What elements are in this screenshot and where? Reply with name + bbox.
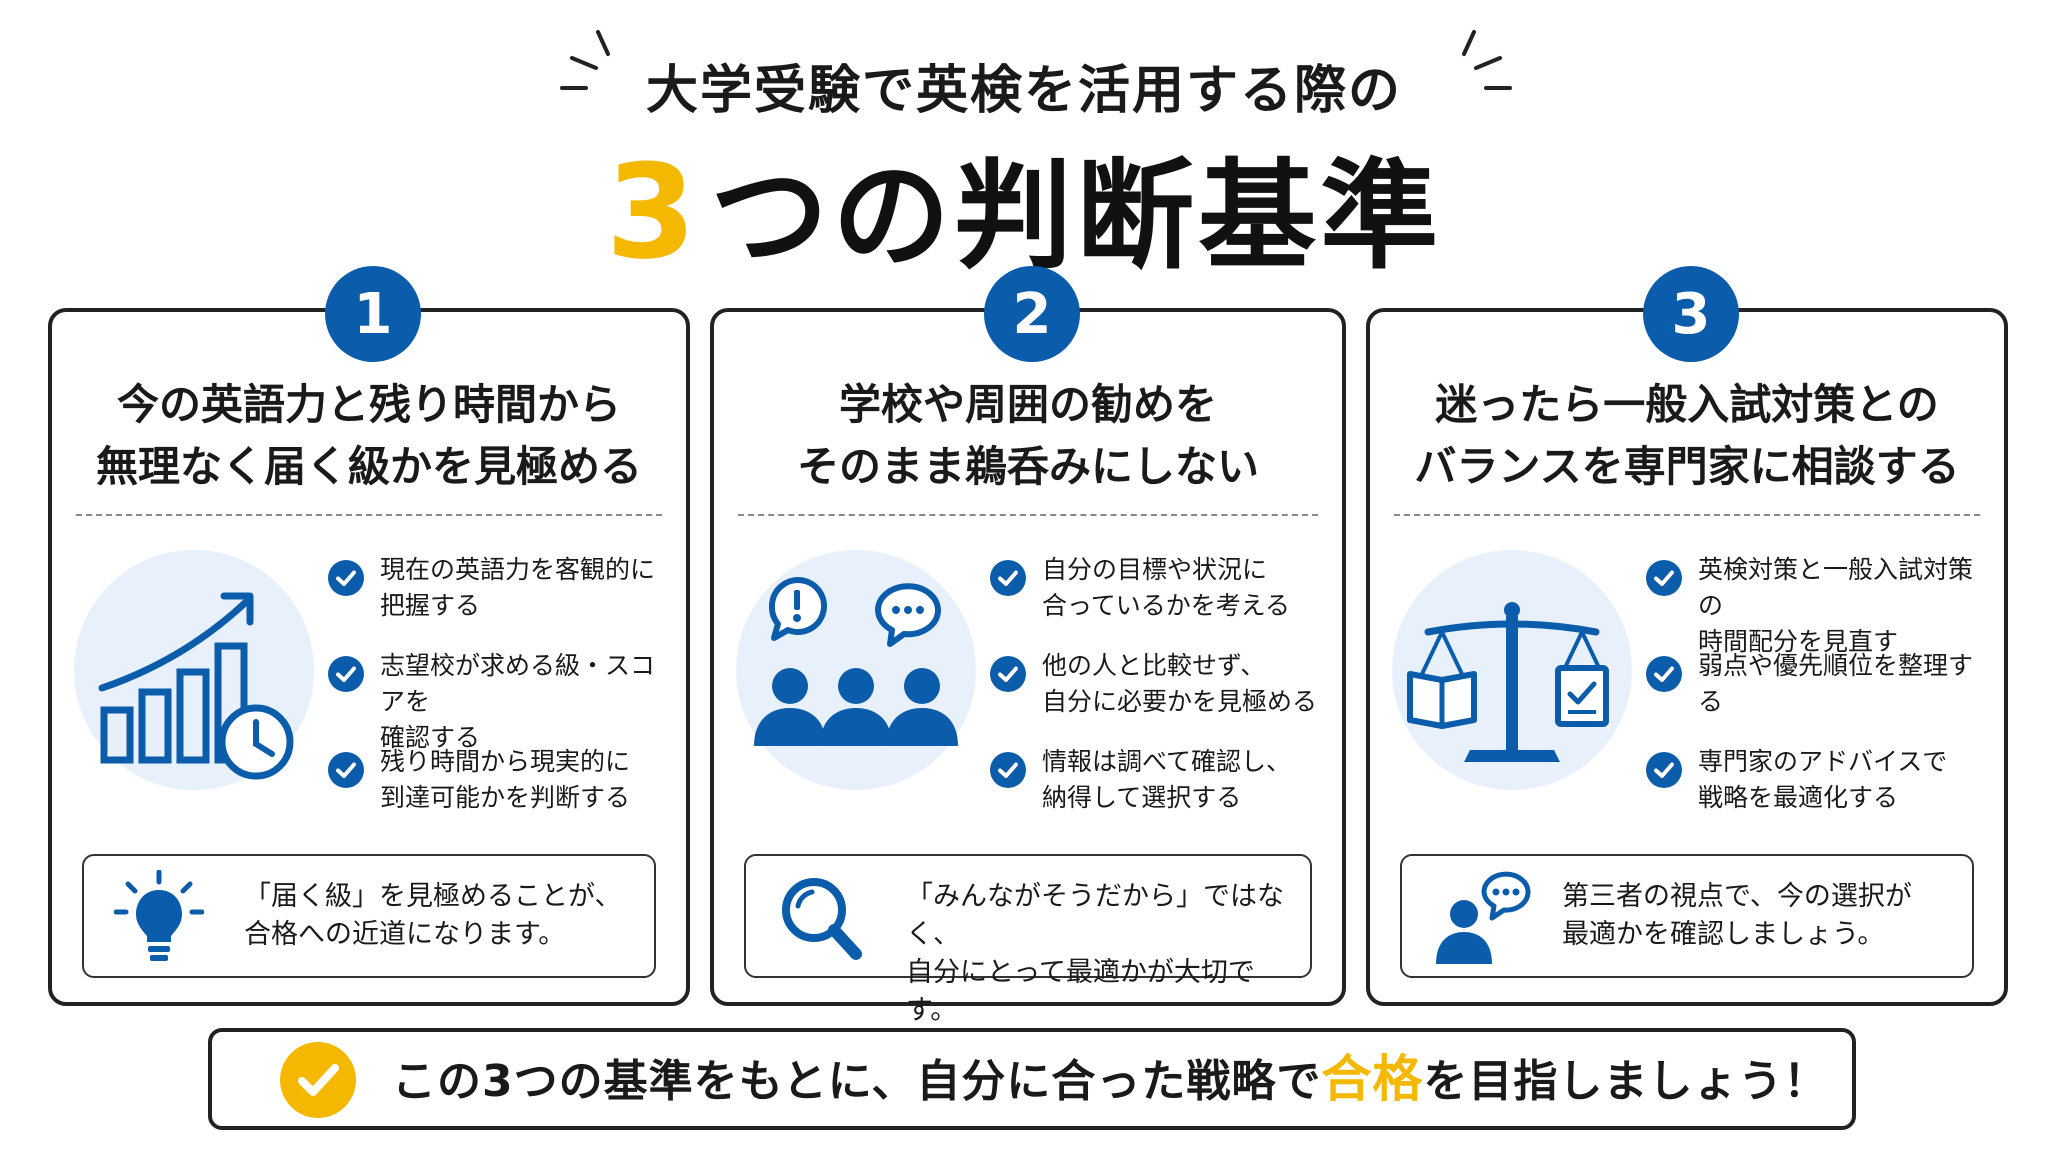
page-subtitle: 大学受験で英検を活用する際の (645, 61, 1402, 121)
check-item: 自分の目標や状況に合っているかを考える (990, 552, 1330, 624)
right-sparkle-icon (1462, 30, 1512, 90)
advisor-chat-icon (1436, 871, 1531, 964)
check-icon (1646, 752, 1682, 788)
footer-highlight: 合格 (1321, 1050, 1424, 1108)
card-title-line: そのまま鵜呑みにしない (796, 442, 1259, 491)
dashed-divider (738, 514, 1318, 516)
illustration-circle (1392, 550, 1632, 790)
card-title-line: 無理なく届く級かを見極める (95, 442, 642, 491)
check-item: 残り時間から現実的に到達可能かを判断する (328, 744, 674, 816)
check-icon (1646, 656, 1682, 692)
illustration-circle (74, 550, 314, 790)
check-icon (328, 656, 364, 692)
check-icon (990, 560, 1026, 596)
check-icon (328, 560, 364, 596)
tip-text: 「届く級」を見極めることが、 合格への近道になります。 (244, 881, 622, 950)
check-circle-icon (280, 1042, 356, 1118)
title-text: つの判断基準 (710, 147, 1443, 285)
tip-text: 第三者の視点で、今の選択が 最適かを確認しましょう。 (1562, 881, 1912, 950)
tip-box: 第三者の視点で、今の選択が 最適かを確認しましょう。 (1400, 854, 1974, 978)
footer-banner: この3つの基準をもとに、自分に合った戦略で合格を目指しましょう！ (208, 1028, 1856, 1130)
chart-clock-icon (98, 592, 294, 780)
tip-text: 「みんながそうだから」ではなく、 自分にとって最適かが大切です。 (906, 881, 1284, 1026)
check-icon (990, 752, 1026, 788)
card-title-line: バランスを専門家に相談する (1414, 442, 1960, 491)
check-text: 残り時間から現実的に到達可能かを判断する (380, 747, 631, 812)
check-item: 志望校が求める級・スコアを確認する (328, 648, 674, 756)
card-title: 学校や周囲の勧めを そのまま鵜呑みにしない (714, 374, 1342, 498)
card-title-line: 学校や周囲の勧めを (838, 380, 1217, 429)
people-speech-icon (754, 577, 958, 746)
card-title: 迷ったら一般入試対策との バランスを専門家に相談する (1370, 374, 2004, 498)
check-text: 英検対策と一般入試対策の時間配分を見直す (1698, 555, 1974, 656)
check-text: 弱点や優先順位を整理する (1698, 651, 1974, 716)
check-item: 弱点や優先順位を整理する (1646, 648, 1992, 720)
criteria-card-1: 1 今の英語力と残り時間から 無理なく届く級かを見極める 現在の英語力を客観的に… (48, 266, 690, 1006)
dashed-divider (76, 514, 662, 516)
check-item: 情報は調べて確認し、納得して選択する (990, 744, 1330, 816)
criteria-card-3: 3 迷ったら一般入試対策との バランスを専門家に相談する 英検対策と一般入試対策… (1366, 266, 2008, 1006)
left-sparkle-icon (560, 30, 610, 90)
magnifier-icon (782, 878, 862, 960)
check-text: 現在の英語力を客観的に把握する (380, 555, 656, 620)
footer-message: この3つの基準をもとに、自分に合った戦略で合格を目指しましょう！ (392, 1048, 1828, 1113)
card-title: 今の英語力と残り時間から 無理なく届く級かを見極める (52, 374, 686, 498)
check-text: 専門家のアドバイスで戦略を最適化する (1698, 747, 1948, 812)
check-item: 他の人と比較せず、自分に必要かを見極める (990, 648, 1330, 720)
footer-text-after: を目指しましょう！ (1423, 1056, 1829, 1107)
check-item: 現在の英語力を客観的に把握する (328, 552, 674, 624)
check-icon (990, 656, 1026, 692)
check-item: 英検対策と一般入試対策の時間配分を見直す (1646, 552, 1992, 660)
number-badge: 3 (1643, 266, 1739, 362)
check-icon (1646, 560, 1682, 596)
title-number: 3 (605, 136, 701, 288)
check-text: 志望校が求める級・スコアを確認する (380, 651, 656, 752)
criteria-card-2: 2 学校や周囲の勧めを そのまま鵜呑みにしない 自分の目標や状況に合っているかを… (710, 266, 1346, 1026)
card-title-line: 迷ったら一般入試対策との (1435, 380, 1939, 429)
check-item: 専門家のアドバイスで戦略を最適化する (1646, 744, 1992, 816)
number-badge: 1 (325, 266, 421, 362)
card-title-line: 今の英語力と残り時間から (116, 380, 621, 429)
illustration-circle (736, 550, 976, 790)
check-text: 他の人と比較せず、自分に必要かを見極める (1042, 651, 1318, 716)
tip-box: 「みんながそうだから」ではなく、 自分にとって最適かが大切です。 (744, 854, 1312, 1026)
check-text: 情報は調べて確認し、納得して選択する (1042, 747, 1292, 812)
tip-box: 「届く級」を見極めることが、 合格への近道になります。 (82, 854, 656, 978)
number-badge: 2 (984, 266, 1080, 362)
check-text: 自分の目標や状況に合っているかを考える (1042, 555, 1291, 620)
balance-scale-icon (1407, 602, 1609, 762)
header: 大学受験で英検を活用する際の 3つの判断基準 (0, 0, 2048, 288)
dashed-divider (1394, 514, 1980, 516)
page-title: 3つの判断基準 (0, 120, 2048, 291)
footer-text-before: この3つの基準をもとに、自分に合った戦略で (392, 1056, 1322, 1107)
lightbulb-icon (114, 870, 204, 961)
check-icon (328, 752, 364, 788)
